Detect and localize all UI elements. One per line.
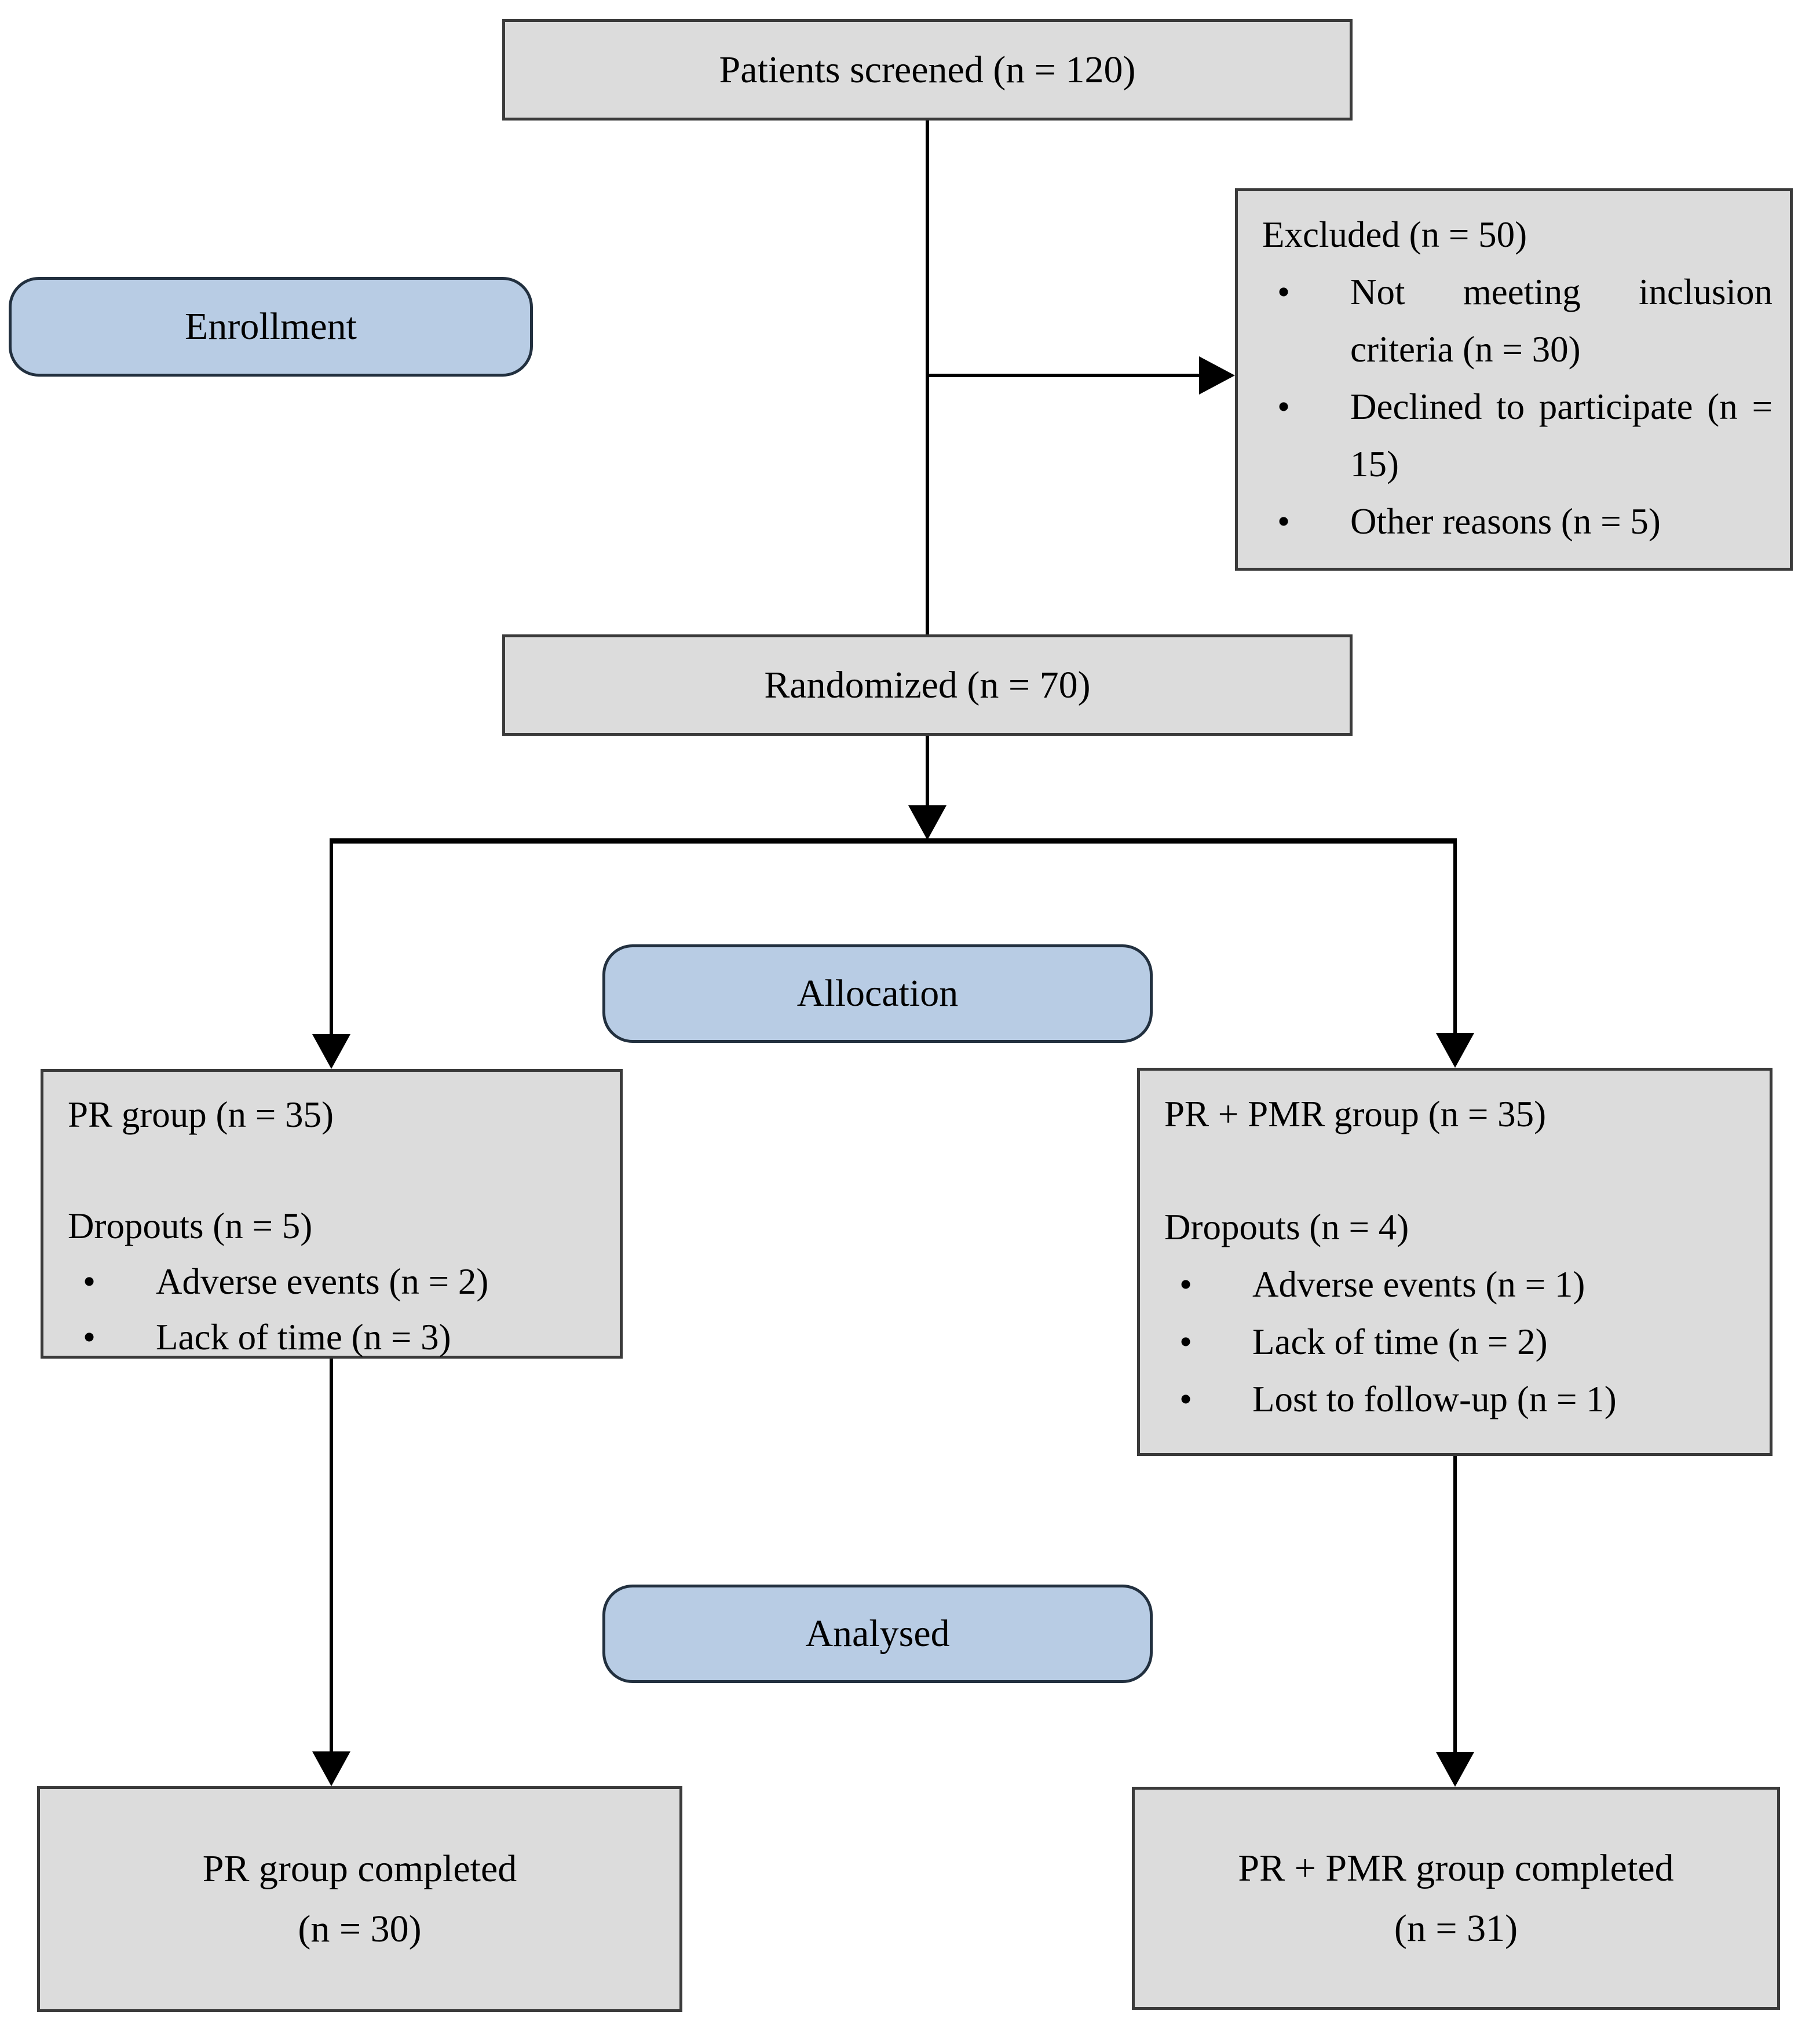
excluded-item-text: Other reasons (n = 5)	[1350, 501, 1661, 542]
arrowhead-down-pr-group	[312, 1034, 350, 1069]
excluded-item: • Other reasons (n = 5)	[1262, 493, 1773, 550]
bullet-icon: •	[1277, 386, 1291, 427]
bullet-icon: •	[1277, 272, 1291, 312]
pr-pmr-group-item: • Lost to follow-up (n = 1)	[1164, 1371, 1752, 1428]
connector-branch-to-pr-pmr-group	[1453, 838, 1457, 1034]
pr-pmr-group-item-text: Lack of time (n = 2)	[1252, 1322, 1548, 1362]
pr-group-dropouts: Dropouts (n = 5)	[68, 1206, 313, 1246]
allocation-label: Allocation	[796, 972, 959, 1014]
pr-pmr-group-item: • Adverse events (n = 1)	[1164, 1256, 1752, 1313]
excluded-item-text: Not meeting inclusion criteria (n = 30)	[1350, 272, 1773, 370]
box-pr-pmr-completed: PR + PMR group completed (n = 31)	[1132, 1787, 1780, 2010]
excluded-item-text: Declined to participate (n = 15)	[1350, 386, 1773, 484]
pr-group-title: PR group (n = 35)	[68, 1094, 334, 1135]
connector-randomized-to-branch	[926, 735, 929, 808]
pr-pmr-completed-line1: PR + PMR group completed	[1238, 1846, 1674, 1889]
pr-pmr-group-item: • Lack of time (n = 2)	[1164, 1313, 1752, 1371]
connector-pr-group-to-completed	[330, 1357, 333, 1753]
patients-screened-label: Patients screened (n = 120)	[719, 48, 1136, 91]
pr-pmr-group-item-text: Lost to follow-up (n = 1)	[1252, 1379, 1617, 1419]
box-pr-pmr-group: PR + PMR group (n = 35) Dropouts (n = 4)…	[1137, 1068, 1773, 1456]
box-excluded: Excluded (n = 50) • Not meeting inclusio…	[1235, 188, 1793, 571]
connector-to-excluded	[927, 374, 1201, 377]
analysed-label: Analysed	[805, 1612, 950, 1655]
box-pr-group: PR group (n = 35) Dropouts (n = 5) • Adv…	[41, 1069, 623, 1359]
branch-line	[330, 838, 1457, 844]
pr-pmr-group-dropouts: Dropouts (n = 4)	[1164, 1207, 1409, 1247]
excluded-title: Excluded (n = 50)	[1262, 214, 1527, 255]
pr-pmr-group-item-text: Adverse events (n = 1)	[1252, 1264, 1585, 1305]
connector-screened-to-randomized	[926, 119, 929, 636]
connector-pr-pmr-group-to-completed	[1453, 1455, 1457, 1753]
bullet-icon: •	[1179, 1322, 1193, 1362]
connector-branch-to-pr-group	[330, 838, 333, 1035]
bullet-icon: •	[1277, 501, 1291, 542]
stage-allocation: Allocation	[602, 944, 1153, 1043]
pr-pmr-completed-line2: (n = 31)	[1394, 1907, 1518, 1950]
stage-analysed: Analysed	[602, 1585, 1153, 1683]
excluded-item: • Not meeting inclusion criteria (n = 30…	[1262, 264, 1773, 378]
stage-enrollment: Enrollment	[9, 277, 533, 377]
box-patients-screened: Patients screened (n = 120)	[502, 19, 1353, 121]
arrowhead-down-branch	[908, 805, 946, 840]
bullet-icon: •	[83, 1261, 96, 1302]
pr-pmr-group-title: PR + PMR group (n = 35)	[1164, 1094, 1547, 1134]
arrowhead-down-pr-pmr-group	[1436, 1033, 1474, 1068]
pr-group-item-text: Adverse events (n = 2)	[156, 1261, 489, 1302]
bullet-icon: •	[1179, 1264, 1193, 1305]
arrowhead-down-pr-completed	[312, 1751, 350, 1786]
pr-group-item: • Lack of time (n = 3)	[68, 1309, 602, 1365]
pr-completed-line1: PR group completed	[202, 1848, 517, 1890]
spacer	[68, 1143, 602, 1198]
spacer	[1164, 1143, 1752, 1199]
bullet-icon: •	[83, 1317, 96, 1357]
arrowhead-right-excluded	[1199, 356, 1235, 395]
bullet-icon: •	[1179, 1379, 1193, 1419]
box-randomized: Randomized (n = 70)	[502, 634, 1353, 736]
pr-group-item: • Adverse events (n = 2)	[68, 1254, 602, 1309]
pr-completed-line2: (n = 30)	[298, 1908, 422, 1950]
arrowhead-down-pr-pmr-completed	[1436, 1752, 1474, 1787]
randomized-label: Randomized (n = 70)	[764, 663, 1091, 706]
pr-group-item-text: Lack of time (n = 3)	[156, 1317, 451, 1357]
box-pr-completed: PR group completed (n = 30)	[37, 1786, 682, 2012]
enrollment-label: Enrollment	[185, 305, 357, 348]
excluded-item: • Declined to participate (n = 15)	[1262, 378, 1773, 493]
